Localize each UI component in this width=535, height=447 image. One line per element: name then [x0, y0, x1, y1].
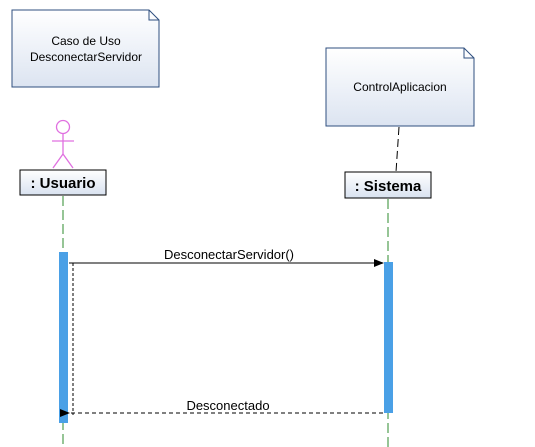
lifeline-sistema-label: : Sistema: [355, 178, 422, 195]
activation-usuario: [59, 252, 68, 423]
use-case-note-line1: Caso de Uso: [51, 34, 121, 48]
use-case-note: Caso de Uso DesconectarServidor: [11, 9, 160, 88]
note-connector: [395, 126, 400, 173]
lifeline-usuario-header: : Usuario: [19, 169, 107, 196]
message-call-label: DesconectarServidor(): [164, 247, 294, 262]
use-case-note-line2: DesconectarServidor: [30, 50, 142, 64]
actor-icon: [52, 119, 74, 169]
control-note: ControlAplicacion: [325, 47, 475, 127]
message-return-label: Desconectado: [186, 398, 269, 413]
activation-sistema: [384, 262, 393, 413]
control-note-label: ControlAplicacion: [353, 80, 446, 94]
lifeline-usuario-label: : Usuario: [30, 175, 95, 192]
lifeline-sistema-header: : Sistema: [344, 171, 432, 199]
